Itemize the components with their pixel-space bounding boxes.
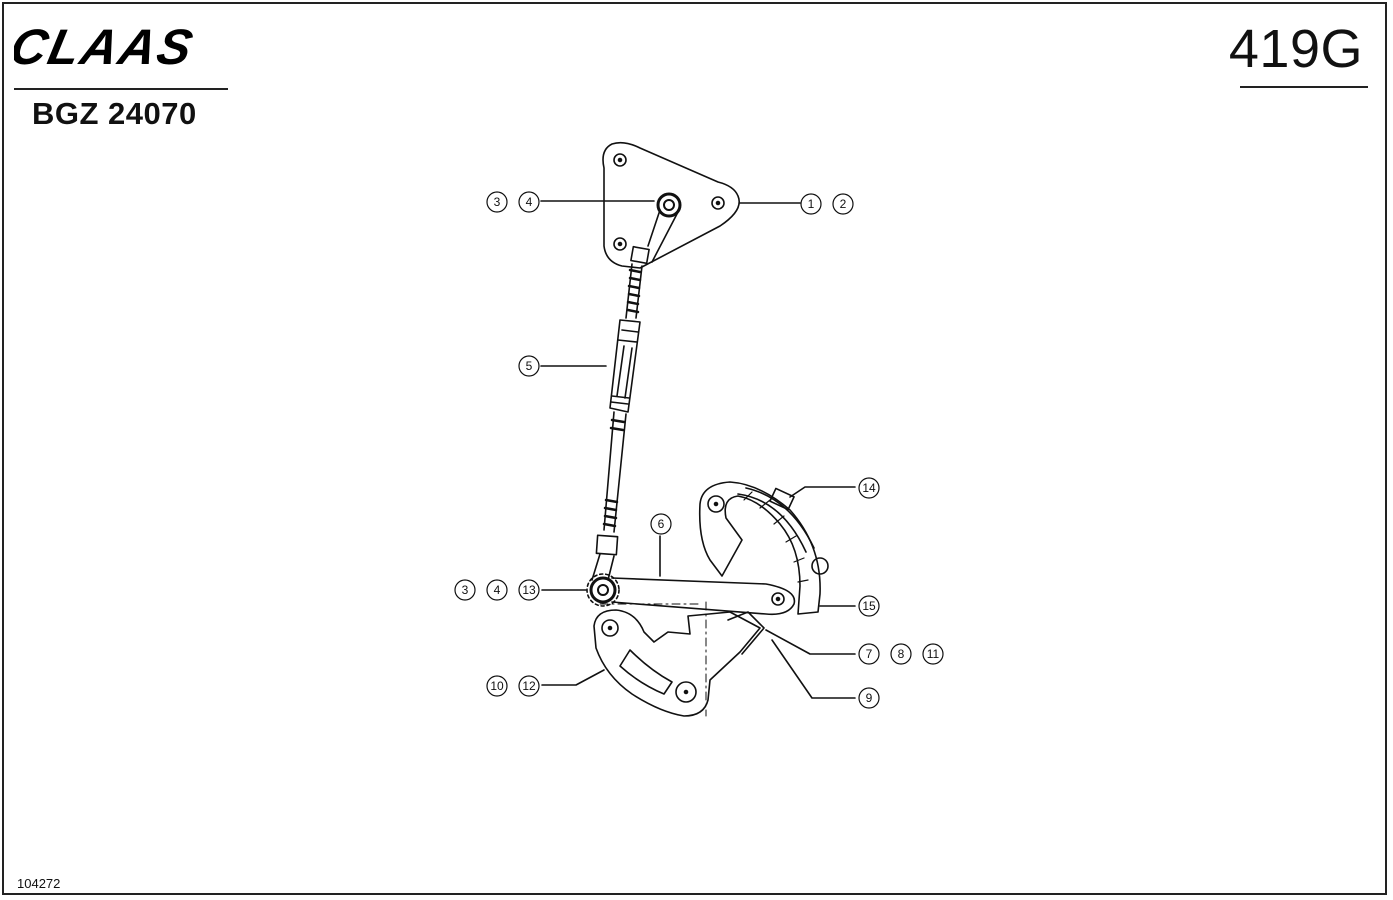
callout-3-top: 3 (486, 191, 508, 213)
svg-text:8: 8 (898, 647, 905, 661)
svg-text:2: 2 (840, 197, 847, 211)
bracket-hole-right (711, 196, 725, 210)
svg-text:1: 1 (808, 197, 815, 211)
svg-text:11: 11 (927, 647, 940, 661)
cam-stop-block (769, 487, 795, 511)
lower-hook-arm (593, 609, 761, 717)
svg-text:6: 6 (658, 517, 665, 531)
callout-11: 11 (922, 643, 944, 665)
connecting-lever (611, 577, 796, 616)
lower-pivot-bearing (589, 576, 617, 604)
svg-text:3: 3 (462, 583, 469, 597)
upper-cam-segment (698, 481, 821, 615)
callout-5: 5 (518, 355, 540, 377)
hook-slot (619, 649, 673, 695)
svg-text:4: 4 (494, 583, 501, 597)
callout-14: 14 (858, 477, 880, 499)
callout-13: 13 (518, 579, 540, 601)
claas-logo: CLAAS (14, 24, 199, 70)
svg-text:12: 12 (522, 679, 536, 693)
svg-text:10: 10 (490, 679, 504, 693)
svg-text:5: 5 (526, 359, 533, 373)
header-rule-left (14, 88, 228, 90)
threaded-rod-lower (603, 411, 627, 533)
callout-7: 7 (858, 643, 880, 665)
turnbuckle (609, 319, 641, 413)
svg-text:14: 14 (862, 481, 876, 495)
callout-12: 12 (518, 675, 540, 697)
rod-end-nut (595, 534, 619, 556)
claas-logo-text: CLAAS (14, 24, 199, 70)
svg-text:13: 13 (522, 583, 536, 597)
callout-10: 10 (486, 675, 508, 697)
callout-8: 8 (890, 643, 912, 665)
bracket-hole-bottom (613, 237, 627, 251)
callout-3-bottom: 3 (454, 579, 476, 601)
bracket-hole-top (613, 153, 627, 167)
lever-hole (771, 592, 785, 606)
callout-1: 1 (800, 193, 822, 215)
svg-text:15: 15 (862, 599, 876, 613)
drawing-number: 104272 (17, 876, 61, 891)
svg-text:3: 3 (494, 195, 501, 209)
svg-text:4: 4 (526, 195, 533, 209)
page-code: 419G (1228, 19, 1363, 79)
callout-9: 9 (858, 687, 880, 709)
callout-2: 2 (832, 193, 854, 215)
callout-4-top: 4 (518, 191, 540, 213)
triangular-bracket (602, 141, 740, 269)
header-rule-right (1240, 86, 1368, 88)
callout-15: 15 (858, 595, 880, 617)
model-code: BGZ 24070 (32, 96, 197, 131)
callout-6: 6 (650, 513, 672, 535)
svg-text:9: 9 (866, 691, 873, 705)
svg-text:7: 7 (866, 647, 873, 661)
threaded-rod-upper (625, 263, 643, 319)
callout-4-bottom: 4 (486, 579, 508, 601)
bracket-pivot-bearing (656, 192, 682, 218)
